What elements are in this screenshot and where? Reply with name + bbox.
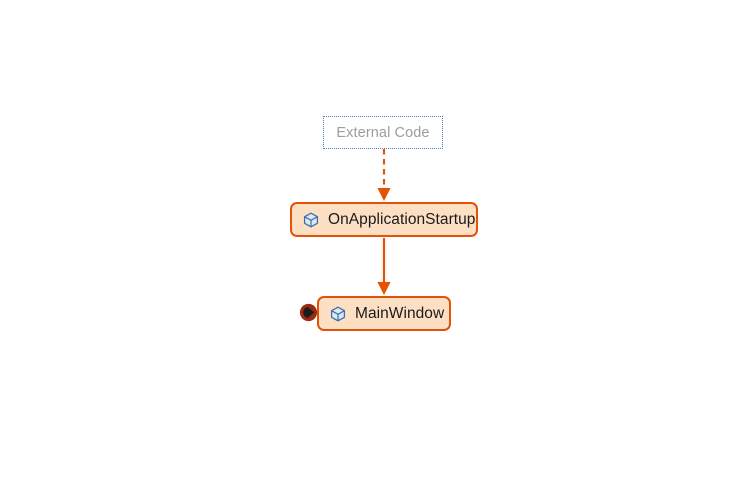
node-external-code-label: External Code (336, 124, 430, 141)
cube-icon (303, 212, 319, 227)
edge-startup-to-mainwindow-arrowhead (377, 282, 391, 295)
edge-startup-to-mainwindow (377, 238, 391, 295)
node-on-application-startup-label: OnApplicationStartup (328, 210, 476, 228)
edge-external-to-startup (377, 149, 391, 201)
edge-external-to-startup-arrowhead (377, 188, 391, 201)
cube-icon (330, 306, 346, 321)
node-main-window-label: MainWindow (355, 304, 445, 322)
node-external-code[interactable]: External Code (323, 116, 443, 149)
node-main-window[interactable]: MainWindow (317, 296, 451, 331)
node-on-application-startup[interactable]: OnApplicationStartup (290, 202, 478, 237)
current-statement-arrow-icon[interactable] (299, 303, 318, 322)
